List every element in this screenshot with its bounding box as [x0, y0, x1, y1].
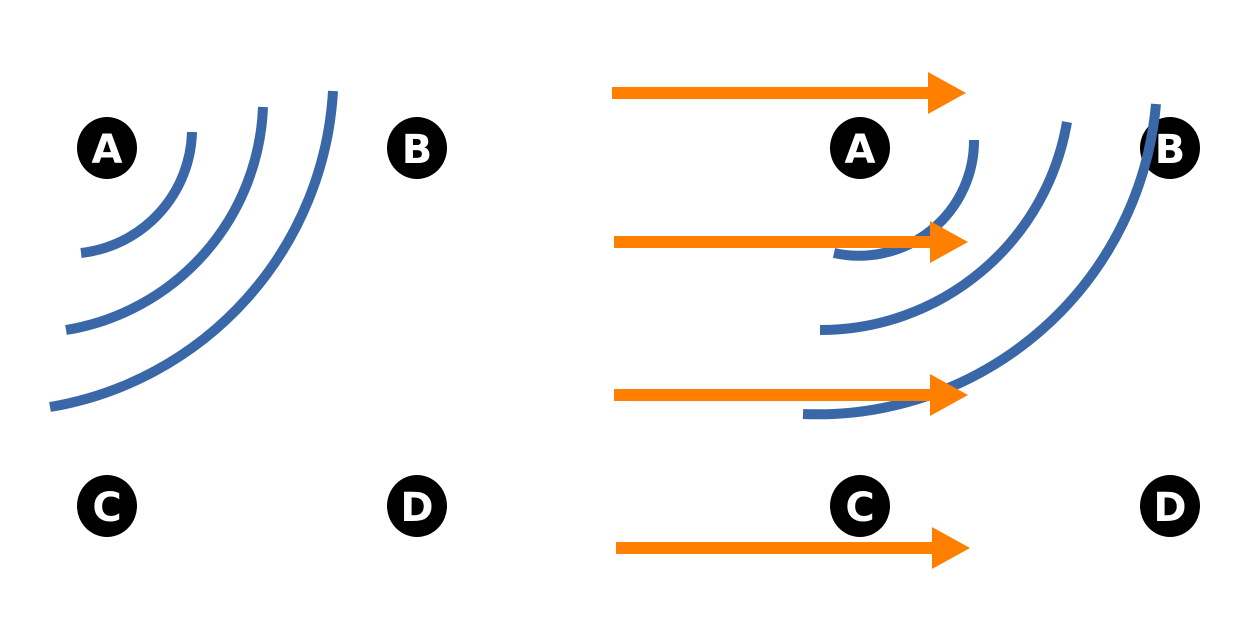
- right-node-d-circle: [1140, 475, 1200, 537]
- left-node-a: A: [77, 117, 137, 179]
- arrow-4: [616, 527, 970, 569]
- arrow-2-head: [930, 221, 968, 263]
- arrow-1: [612, 72, 966, 114]
- right-node-d-label: D: [1153, 485, 1186, 531]
- left-node-b: B: [387, 117, 447, 179]
- left-node-c-circle: [77, 475, 137, 537]
- right-panel: A B C D: [612, 72, 1200, 569]
- left-node-b-circle: [387, 117, 447, 179]
- right-node-c: C: [830, 475, 890, 537]
- left-node-d-label: D: [400, 485, 433, 531]
- arrow-3: [614, 374, 968, 416]
- arrow-3-head: [930, 374, 968, 416]
- left-node-d: D: [387, 475, 447, 537]
- right-node-a-label: A: [845, 127, 876, 173]
- left-wavefront-middle: [65, 106, 268, 335]
- arrow-1-head: [928, 72, 966, 114]
- left-wavefront-inner: [80, 131, 197, 258]
- right-node-d: D: [1140, 475, 1200, 537]
- left-wavefront-outer: [49, 90, 338, 412]
- arrow-4-head: [932, 527, 970, 569]
- arrow-2: [614, 221, 968, 263]
- right-wavefront-outer: [802, 103, 1161, 420]
- left-node-a-label: A: [92, 127, 123, 173]
- left-node-c-label: C: [92, 485, 121, 531]
- right-node-c-circle: [830, 475, 890, 537]
- right-node-b-label: B: [1155, 127, 1186, 173]
- right-wavefront-middle: [819, 121, 1072, 336]
- left-node-a-circle: [77, 117, 137, 179]
- right-node-c-label: C: [845, 485, 874, 531]
- right-node-a: A: [830, 117, 890, 179]
- left-node-d-circle: [387, 475, 447, 537]
- left-panel: A B C D: [49, 90, 447, 537]
- left-node-b-label: B: [402, 127, 433, 173]
- left-node-c: C: [77, 475, 137, 537]
- right-node-a-circle: [830, 117, 890, 179]
